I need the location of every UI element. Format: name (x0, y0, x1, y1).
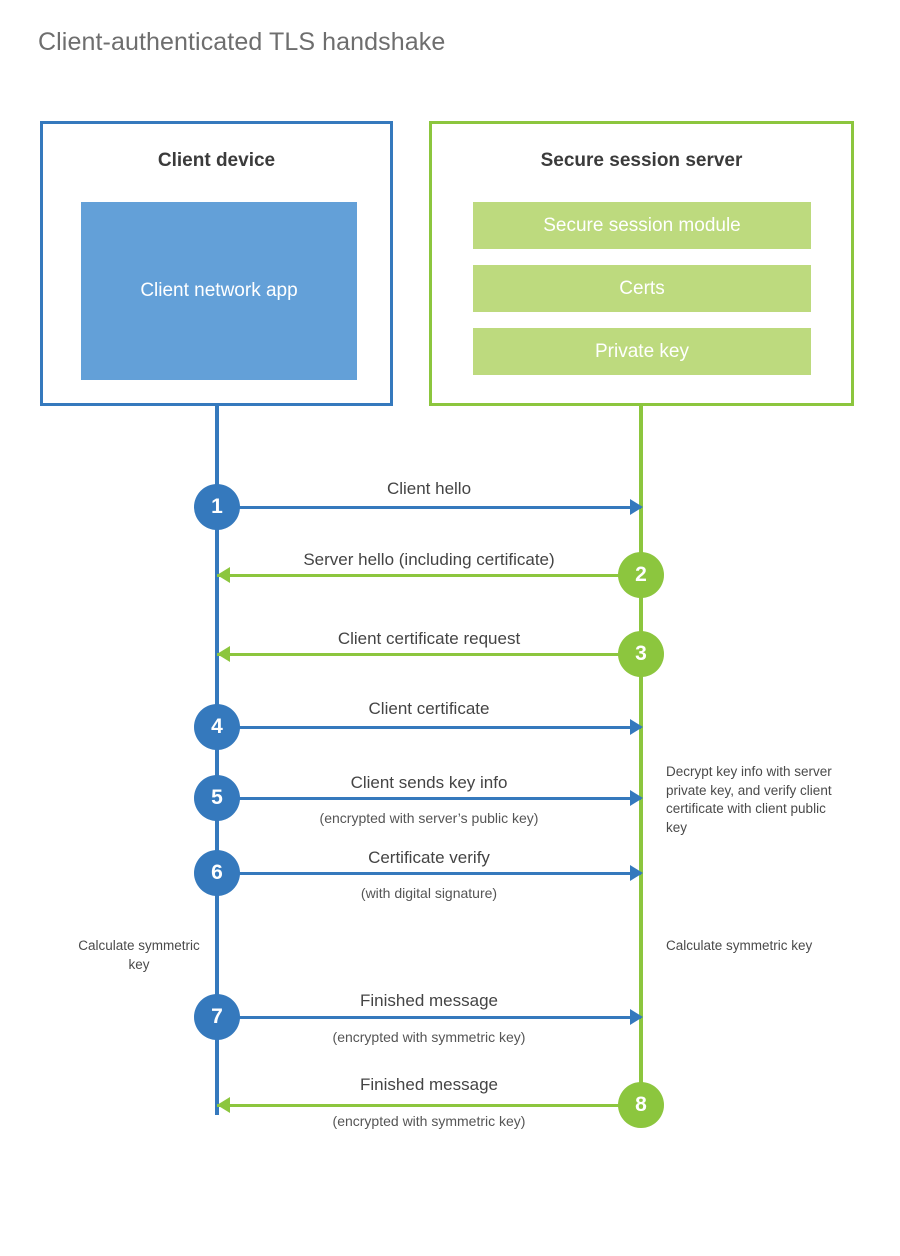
message-sublabel-5: (encrypted with server’s public key) (319, 810, 539, 826)
note-calculate-symmetric-key-server: Calculate symmetric key (666, 938, 813, 953)
message-arrow-7 (217, 1016, 641, 1019)
step-circle-2: 2 (618, 552, 664, 598)
message-arrow-2 (217, 574, 641, 577)
arrowhead-right-icon-5 (630, 790, 643, 806)
page-title: Client-authenticated TLS handshake (38, 28, 446, 56)
message-arrow-8 (217, 1104, 641, 1107)
step-circle-5: 5 (194, 775, 240, 821)
step-circle-7: 7 (194, 994, 240, 1040)
note-decrypt-key-info: Decrypt key info with server private key… (666, 764, 832, 835)
arrowhead-right-icon-1 (630, 499, 643, 515)
message-label-2: Server hello (including certificate) (303, 550, 555, 569)
step-circle-4: 4 (194, 704, 240, 750)
step-circle-1: 1 (194, 484, 240, 530)
message-label-4: Client certificate (368, 699, 490, 718)
message-label-7: Finished message (360, 991, 498, 1010)
message-sublabel-7: (encrypted with symmetric key) (332, 1029, 526, 1045)
arrowhead-right-icon-7 (630, 1009, 643, 1025)
message-label-5: Client sends key info (350, 773, 508, 792)
component-client-network-app: Client network app (81, 202, 357, 380)
lifeline-server (639, 403, 643, 1105)
message-arrow-5 (217, 797, 641, 800)
step-circle-6: 6 (194, 850, 240, 896)
component-secure-session-module: Secure session module (473, 202, 811, 249)
arrowhead-left-icon-3 (217, 646, 230, 662)
message-label-8: Finished message (360, 1075, 498, 1094)
step-circle-3: 3 (618, 631, 664, 677)
component-certs: Certs (473, 265, 811, 312)
message-arrow-6 (217, 872, 641, 875)
arrowhead-right-icon-4 (630, 719, 643, 735)
message-label-3: Client certificate request (337, 629, 521, 648)
step-circle-8: 8 (618, 1082, 664, 1128)
note-calculate-symmetric-key-client: Calculate symmetric key (78, 938, 200, 972)
lifeline-client (215, 403, 219, 1115)
client-device-title: Client device (157, 150, 276, 171)
actor-box-secure-session-server: Secure session server Secure session mod… (429, 121, 854, 406)
message-arrow-3 (217, 653, 641, 656)
message-arrow-1 (217, 506, 641, 509)
message-arrow-4 (217, 726, 641, 729)
message-label-6: Certificate verify (368, 848, 490, 867)
message-label-1: Client hello (386, 479, 472, 498)
arrowhead-right-icon-6 (630, 865, 643, 881)
secure-session-server-title: Secure session server (540, 150, 743, 171)
message-sublabel-8: (encrypted with symmetric key) (332, 1113, 526, 1129)
arrowhead-left-icon-2 (217, 567, 230, 583)
arrowhead-left-icon-8 (217, 1097, 230, 1113)
component-private-key: Private key (473, 328, 811, 375)
message-sublabel-6: (with digital signature) (360, 885, 498, 901)
actor-box-client-device: Client device Client network app (40, 121, 393, 406)
